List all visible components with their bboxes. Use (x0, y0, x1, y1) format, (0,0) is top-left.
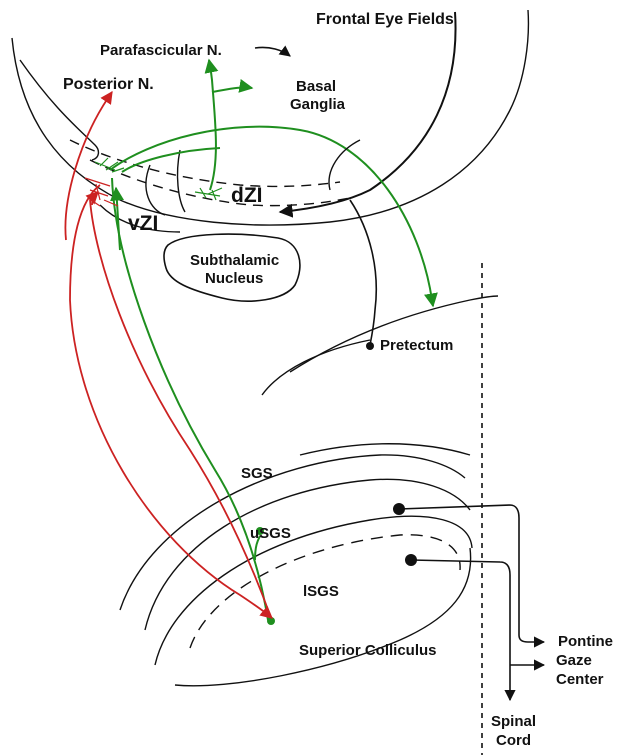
red-neuron-cluster (84, 177, 119, 207)
label-subthalamic-line2: Nucleus (205, 270, 264, 287)
label-parafascicular: Parafascicular N. (100, 42, 222, 59)
label-pontine-line3: Center (556, 671, 604, 688)
zona-incerta-outline (69, 139, 351, 233)
green-terminal-usgs (256, 527, 264, 535)
label-subthalamic-line1: Subthalamic (190, 252, 280, 269)
dzi-neuron-cluster (94, 157, 223, 201)
label-pontine-line1: Pontine (558, 633, 613, 650)
green-pathways (109, 58, 438, 621)
pretectum-projection (349, 199, 378, 346)
label-basal-ganglia-line1: Basal (296, 78, 337, 95)
red-pathways (64, 90, 273, 619)
superior-colliculus-outline (119, 443, 473, 687)
label-posterior-n: Posterior N. (63, 76, 154, 93)
output-pathway-upper (398, 504, 546, 648)
output-pathway-lower (410, 559, 516, 702)
label-basal-ganglia-line2: Ganglia (290, 96, 346, 113)
pretectum-terminal (366, 342, 374, 350)
frontal-eye-fields-projection (278, 11, 457, 218)
pretectum-outline (261, 295, 499, 396)
frontal-eye-fields-arc (328, 139, 361, 191)
label-usgs: uSGS (250, 525, 291, 542)
label-frontal-eye-fields: Frontal Eye Fields (316, 11, 454, 28)
green-terminal-lsgs (267, 617, 275, 625)
label-sgs: SGS (241, 465, 273, 482)
label-vzi: vZI (128, 212, 159, 235)
label-pretectum: Pretectum (380, 337, 454, 354)
label-superior-colliculus: Superior Colliculus (299, 642, 437, 659)
label-spinal-line2: Cord (496, 732, 531, 749)
label-pontine-line2: Gaze (556, 652, 592, 669)
subthalamic-nucleus-outline (163, 233, 301, 302)
thalamus-outline (11, 9, 530, 226)
label-spinal-line1: Spinal (491, 713, 537, 730)
parafascicular-arrow (254, 45, 291, 57)
label-lsgs: lSGS (303, 583, 339, 600)
label-dzi: dZI (231, 184, 263, 207)
